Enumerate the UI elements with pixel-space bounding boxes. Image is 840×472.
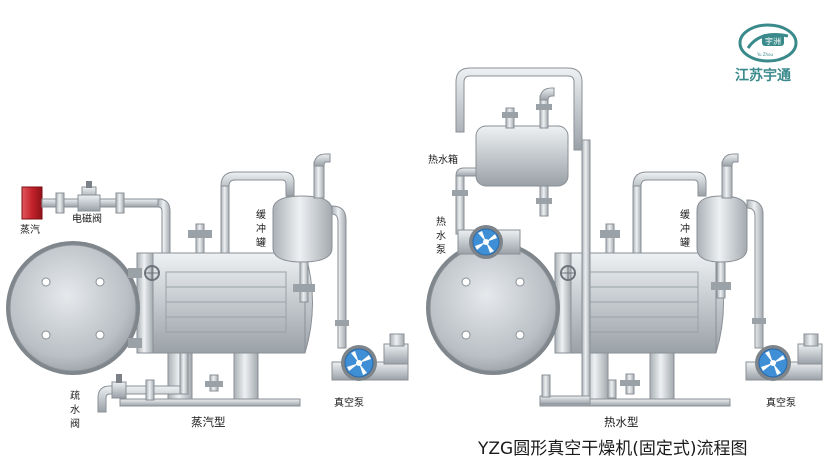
- hot-water-loop-pipe: [452, 67, 640, 405]
- right-buffer-tank-label-1: 缓: [680, 208, 690, 221]
- left-door-icon[interactable]: [6, 241, 142, 375]
- hot-water-pump-label-1: 热: [436, 215, 446, 228]
- logo-text: 江苏宇通: [735, 67, 791, 84]
- left-caption: 蒸汽型: [191, 415, 226, 429]
- left-dryer-vessel-icon: [136, 252, 313, 400]
- left-buffer-tank-icon: [272, 153, 333, 303]
- solenoid-valve-icon[interactable]: [55, 181, 125, 214]
- left-buffer-tank-label-3: 罐: [256, 236, 266, 249]
- right-system: 热水箱 热 水 泵 缓 冲 罐: [426, 67, 823, 429]
- logo-badge-text: 宇洲: [765, 36, 781, 46]
- drain-valve-label-2: 水: [70, 404, 80, 416]
- left-base: [119, 398, 301, 407]
- right-pump-pipe: [746, 199, 766, 349]
- hot-water-pump-label-3: 泵: [436, 244, 446, 256]
- left-dryer-body: [149, 252, 306, 354]
- steam-label: 蒸汽: [20, 223, 40, 236]
- drain-valve-label-1: 疏: [70, 389, 80, 402]
- right-dryer-vessel-icon: [554, 252, 724, 400]
- right-vacuum-pipe: [600, 171, 707, 254]
- hot-water-pump-icon[interactable]: [457, 225, 521, 259]
- right-buffer-tank-icon: [696, 153, 748, 299]
- left-buffer-tank-label-2: 冲: [256, 222, 266, 235]
- logo-badge-subtext: Yu Zhou: [756, 52, 774, 57]
- hot-water-pump-label-2: 水: [436, 230, 446, 242]
- right-buffer-tank-label-2: 冲: [680, 222, 690, 235]
- solenoid-valve-label: 电磁阀: [72, 212, 102, 225]
- hot-water-tank-icon: [475, 87, 569, 217]
- left-buffer-tank-label-1: 缓: [256, 208, 266, 221]
- right-door-icon[interactable]: [426, 241, 560, 375]
- left-pump-pipe: [331, 205, 349, 349]
- drain-valve-icon[interactable]: [97, 352, 223, 413]
- steam-pipe: [41, 198, 171, 254]
- left-vacuum-pump-label: 真空泵: [334, 396, 364, 409]
- logo: 宇洲 Yu Zhou 江苏宇通: [735, 23, 798, 84]
- left-system: 蒸汽 电磁阀 缓 冲: [6, 153, 409, 430]
- right-vacuum-pump-label: 真空泵: [766, 396, 796, 409]
- steam-source-icon: [21, 186, 43, 220]
- right-buffer-tank-label-3: 罐: [680, 236, 690, 249]
- hot-water-tank-label: 热水箱: [428, 153, 458, 166]
- diagram-title: YZG圆形真空干燥机(固定式)流程图: [477, 439, 747, 459]
- left-vacuum-pump-icon[interactable]: [331, 333, 409, 381]
- right-vacuum-pump-icon[interactable]: [745, 333, 823, 381]
- right-caption: 热水型: [604, 415, 639, 429]
- drain-valve-label-3: 阀: [70, 417, 80, 430]
